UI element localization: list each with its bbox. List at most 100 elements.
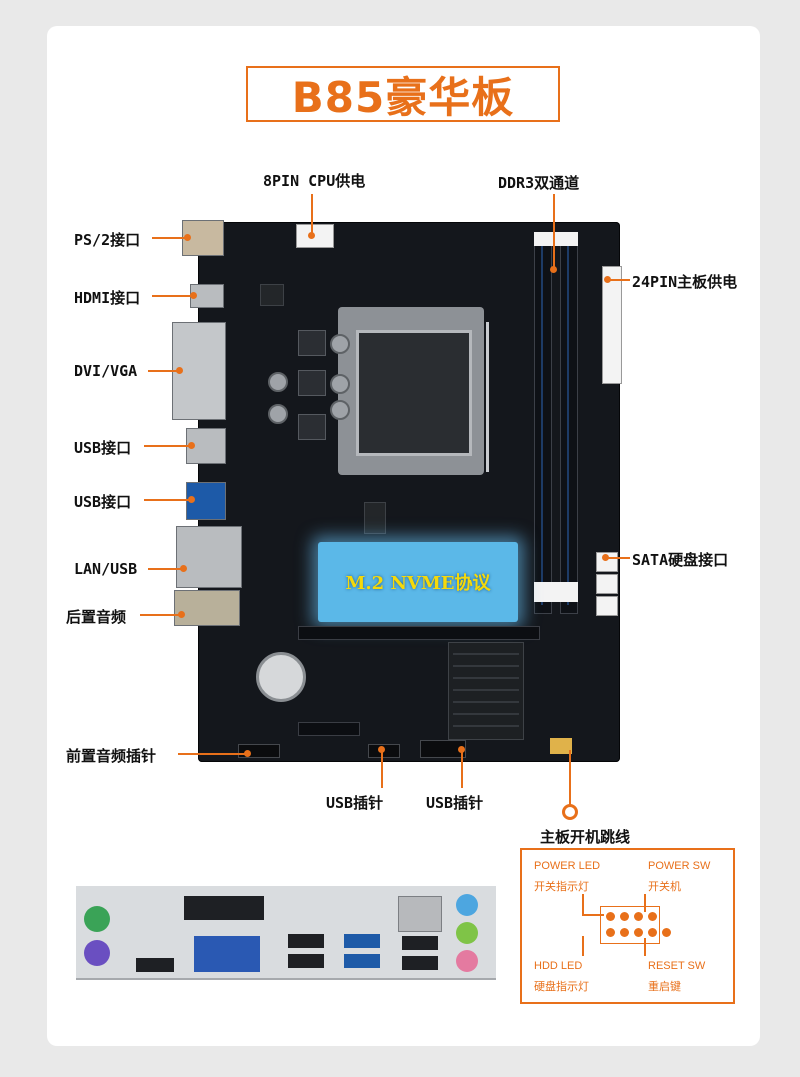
label-usb-1: USB接口 bbox=[74, 439, 132, 457]
usb-port bbox=[402, 956, 438, 970]
jumper-hdd-led: HDD LED bbox=[534, 960, 583, 972]
jumper-callout-dot bbox=[562, 804, 578, 820]
usb-header-2 bbox=[420, 740, 466, 758]
label-dvi-vga: DVI/VGA bbox=[74, 362, 138, 380]
label-lan-usb: LAN/USB bbox=[74, 560, 138, 578]
ic-chip bbox=[364, 502, 386, 534]
pcie-x16-slot bbox=[298, 626, 540, 640]
cmos-battery bbox=[256, 652, 306, 702]
vrm-choke bbox=[298, 370, 326, 396]
jumper-power-sw: POWER SW bbox=[648, 860, 711, 872]
dvi-port bbox=[184, 896, 264, 920]
leader-dot bbox=[378, 746, 385, 753]
leader-dot bbox=[184, 234, 191, 241]
front-panel-header bbox=[550, 738, 572, 754]
leader-dot bbox=[188, 496, 195, 503]
label-usb-header-2: USB插针 bbox=[426, 794, 484, 812]
sata-port bbox=[596, 596, 618, 616]
dimm-clip-bottom bbox=[534, 582, 578, 602]
capacitor bbox=[330, 400, 350, 420]
jumper-pin bbox=[648, 928, 657, 937]
m2-slot-highlight: M.2 NVME协议 bbox=[318, 542, 518, 622]
label-sata: SATA硬盘接口 bbox=[632, 551, 729, 569]
jumper-pin bbox=[620, 912, 629, 921]
jumper-pin bbox=[634, 912, 643, 921]
leader-line bbox=[606, 557, 630, 559]
leader-dot bbox=[308, 232, 315, 239]
leader-line bbox=[148, 370, 178, 372]
ps2-mouse-port bbox=[84, 906, 110, 932]
m2-label: M.2 NVME协议 bbox=[345, 573, 491, 594]
motherboard-image: M.2 NVME协议 bbox=[198, 222, 622, 762]
lan-usb-port bbox=[176, 526, 242, 588]
leader-dot bbox=[176, 367, 183, 374]
line-out-jack bbox=[456, 922, 478, 944]
label-hdmi: HDMI接口 bbox=[74, 289, 141, 307]
leader-dot bbox=[244, 750, 251, 757]
jumper-reset-sw: RESET SW bbox=[648, 960, 706, 972]
leader-dot bbox=[604, 276, 611, 283]
title-box: B85豪华板 bbox=[246, 66, 560, 122]
leader-line bbox=[144, 445, 190, 447]
capacitor bbox=[330, 374, 350, 394]
sata-port bbox=[596, 574, 618, 594]
cpu-socket-core bbox=[356, 330, 472, 456]
usb-port bbox=[288, 934, 324, 948]
dimm-slot-2 bbox=[560, 234, 578, 614]
label-ps2: PS/2接口 bbox=[74, 231, 141, 249]
chipset-heatsink bbox=[448, 642, 524, 740]
jumper-pin bbox=[606, 912, 615, 921]
capacitor bbox=[268, 372, 288, 392]
page-title: B85豪华板 bbox=[291, 72, 515, 122]
leader-line bbox=[311, 194, 313, 234]
usb3-port bbox=[344, 954, 380, 968]
vrm-choke bbox=[298, 330, 326, 356]
dimm-slot-1 bbox=[534, 234, 552, 614]
io-shield-image bbox=[76, 886, 496, 980]
audio-jacks bbox=[174, 590, 240, 626]
jumper-reset-sw-cn: 重启键 bbox=[648, 981, 681, 993]
leader-line bbox=[381, 750, 383, 788]
socket-lever bbox=[486, 322, 489, 472]
leader-line bbox=[178, 753, 246, 755]
jumper-pin bbox=[662, 928, 671, 937]
leader-dot bbox=[180, 565, 187, 572]
jumper-power-sw-cn: 开关机 bbox=[648, 881, 681, 893]
label-rear-audio: 后置音频 bbox=[66, 608, 127, 626]
label-usb-header-1: USB插针 bbox=[326, 794, 384, 812]
label-ddr3: DDR3双通道 bbox=[498, 174, 580, 192]
label-usb-2: USB接口 bbox=[74, 493, 132, 511]
leader-dot bbox=[458, 746, 465, 753]
vrm-choke bbox=[298, 414, 326, 440]
ic-chip bbox=[260, 284, 284, 306]
leader-line bbox=[140, 614, 180, 616]
leader-dot bbox=[602, 554, 609, 561]
jumper-power-led-cn: 开关指示灯 bbox=[534, 881, 589, 893]
leader-line bbox=[148, 568, 182, 570]
label-jumper: 主板开机跳线 bbox=[540, 828, 631, 846]
leader-line bbox=[152, 295, 192, 297]
jumper-pin bbox=[606, 928, 615, 937]
capacitor bbox=[268, 404, 288, 424]
label-front-audio: 前置音频插针 bbox=[66, 747, 157, 765]
label-atx24: 24PIN主板供电 bbox=[632, 273, 738, 291]
leader-dot bbox=[178, 611, 185, 618]
usb3-port bbox=[344, 934, 380, 948]
jumper-pin bbox=[648, 912, 657, 921]
capacitor bbox=[330, 334, 350, 354]
leader-dot bbox=[190, 292, 197, 299]
jumper-pin bbox=[634, 928, 643, 937]
leader-line bbox=[569, 750, 571, 810]
leader-line bbox=[553, 194, 555, 270]
jumper-pin-block bbox=[600, 906, 660, 944]
leader-line bbox=[144, 499, 190, 501]
vga-port bbox=[194, 936, 260, 972]
jumper-hdd-led-cn: 硬盘指示灯 bbox=[534, 981, 589, 993]
lan-port bbox=[398, 896, 442, 932]
ps2-keyboard-port bbox=[84, 940, 110, 966]
hdmi-port bbox=[136, 958, 174, 972]
usb-port bbox=[402, 936, 438, 950]
leader-dot bbox=[550, 266, 557, 273]
line-in-jack bbox=[456, 894, 478, 916]
leader-line bbox=[461, 750, 463, 788]
